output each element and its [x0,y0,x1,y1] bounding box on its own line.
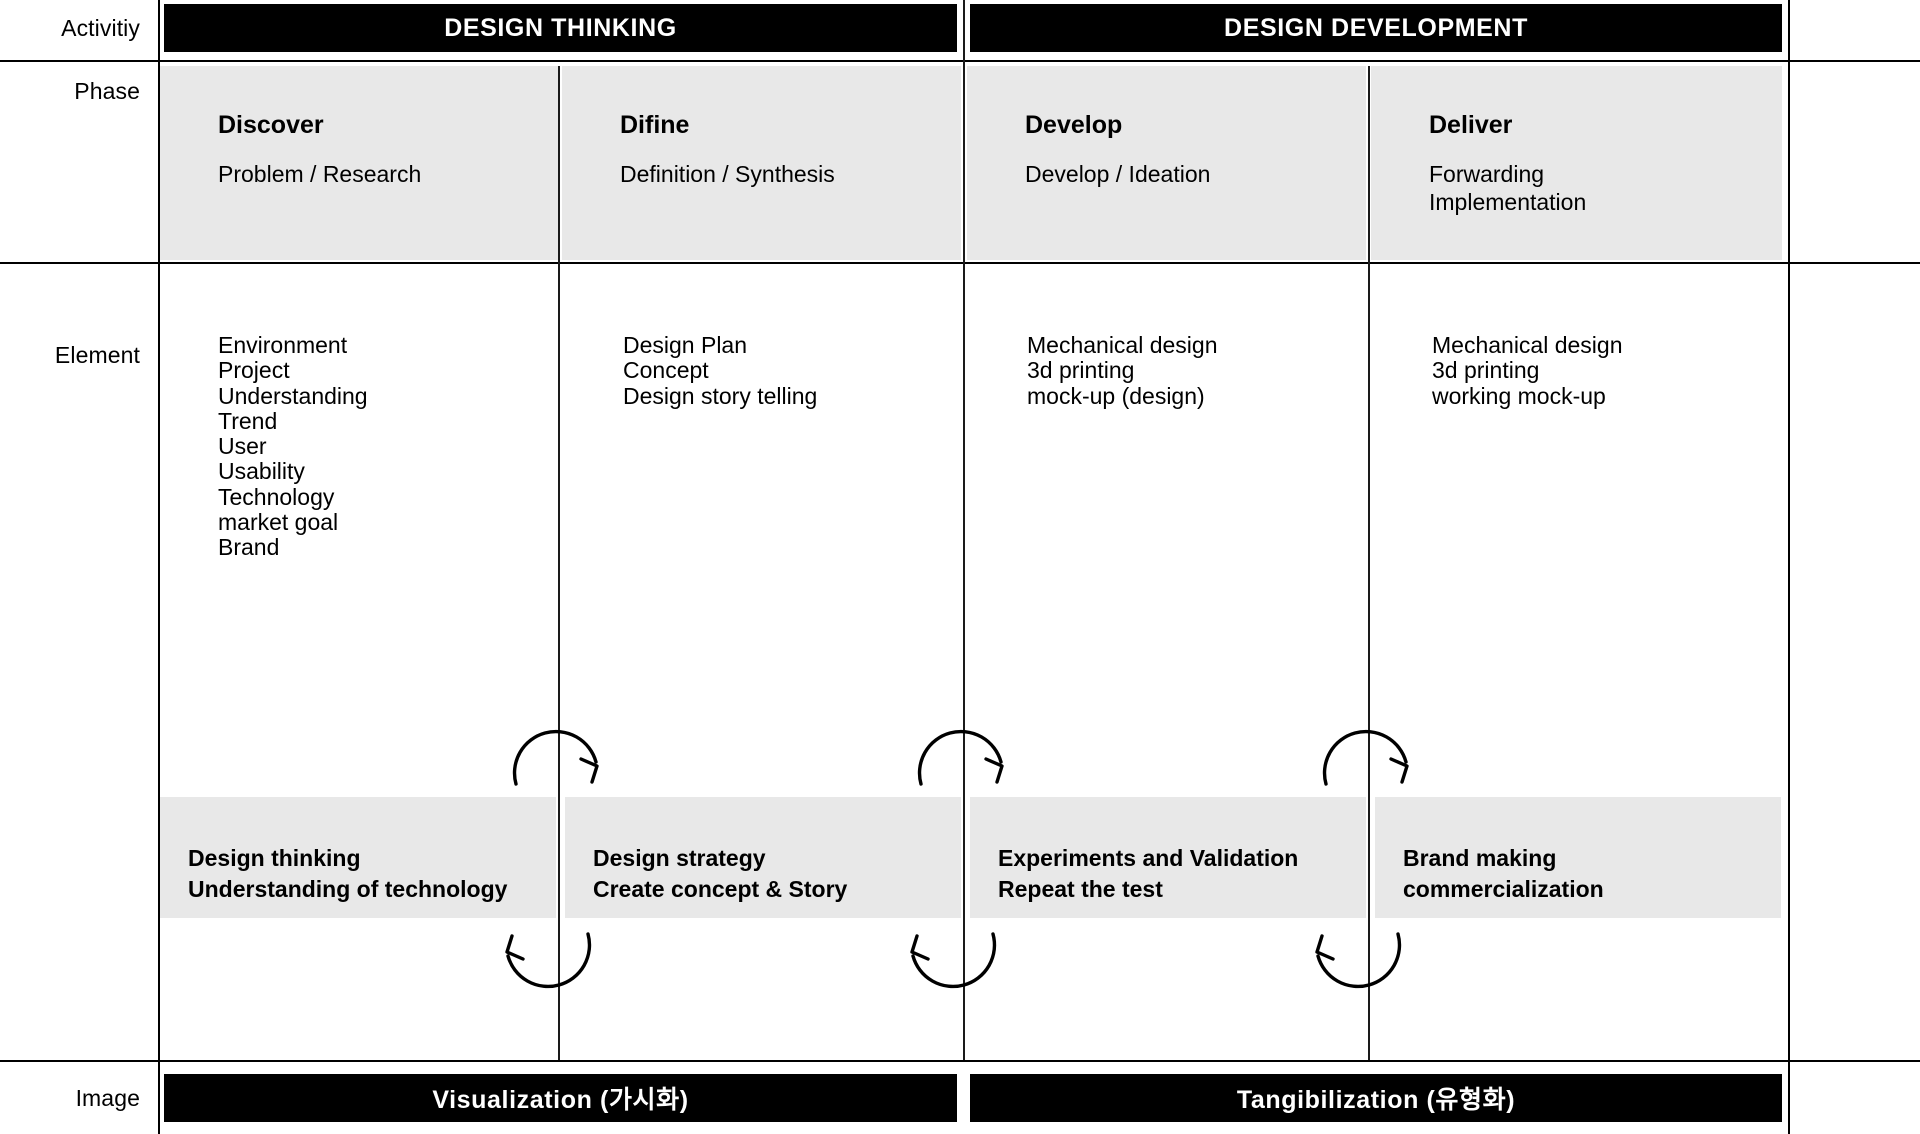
image-banner-tangibilization: Tangibilization (유형화) [970,1074,1782,1122]
element-item: Brand [218,534,280,561]
element-item: Design Plan [623,332,748,358]
summary-line: commercialization [1403,876,1604,903]
element-item: User [218,433,267,460]
rule-column-2-3 [963,0,965,1060]
row-label-image: Image [75,1085,140,1111]
rule-element-image [0,1060,1920,1062]
row-label-activity: Activitiy [61,15,140,41]
element-item: Design story telling [623,382,818,409]
summary-box-brand-making: Brand making commercialization [1375,797,1781,918]
element-item: Concept [623,357,709,384]
rule-column-1-2 [558,66,560,1060]
phase-subtitle-deliver-line1: Forwarding [1429,161,1545,187]
loop-arrow-bottom-2-icon [903,930,999,990]
summary-box-experiments-validation: Experiments and Validation Repeat the te… [970,797,1366,918]
phase-subtitle-discover: Problem / Research [218,161,422,187]
rule-right-edge [1788,0,1790,1134]
row-label-phase: Phase [74,78,140,104]
loop-arrow-bottom-1-icon [498,930,594,990]
phase-cell-deliver: Deliver Forwarding Implementation [1371,66,1782,260]
element-item: 3d printing [1027,357,1135,384]
element-item: Environment [218,332,348,358]
rule-column-3-4 [1368,66,1370,1060]
element-item: market goal [218,509,339,536]
element-item: working mock-up [1432,382,1606,409]
summary-line: Brand making [1403,845,1557,871]
element-list-difine: Design Plan Concept Design story telling [623,332,953,409]
phase-title-develop: Develop [1025,111,1123,139]
summary-line: Create concept & Story [593,876,848,903]
element-item: Understanding [218,382,368,409]
summary-box-design-strategy: Design strategy Create concept & Story [565,797,961,918]
summary-line: Experiments and Validation [998,845,1299,871]
phase-subtitle-difine: Definition / Synthesis [620,161,835,187]
element-list-deliver: Mechanical design 3d printing working mo… [1432,332,1772,409]
summary-line: Design strategy [593,845,766,871]
row-label-element: Element [54,342,140,368]
element-item: Usability [218,458,305,485]
phase-subtitle-develop: Develop / Ideation [1025,161,1211,187]
activity-banner-design-development: DESIGN DEVELOPMENT [970,4,1782,52]
rule-activity-phase [0,60,1920,62]
loop-arrow-bottom-3-icon [1308,930,1404,990]
element-item: Technology [218,483,335,510]
phase-subtitle-deliver-line2: Implementation [1429,189,1587,216]
element-list-develop: Mechanical design 3d printing mock-up (d… [1027,332,1357,409]
image-banner-visualization: Visualization (가시화) [164,1074,957,1122]
phase-cell-discover: Discover Problem / Research [160,66,558,260]
phase-title-discover: Discover [218,111,324,139]
element-item: Mechanical design [1027,332,1218,358]
summary-line: Repeat the test [998,876,1163,903]
summary-box-design-thinking: Design thinking Understanding of technol… [160,797,556,918]
rule-phase-element [0,262,1920,264]
element-item: Mechanical design [1432,332,1623,358]
activity-banner-design-thinking: DESIGN THINKING [164,4,957,52]
summary-line: Design thinking [188,845,361,871]
element-item: Project [218,357,290,384]
element-item: Trend [218,407,278,434]
phase-title-difine: Difine [620,111,690,139]
phase-title-deliver: Deliver [1429,111,1513,139]
rule-label-gutter [158,0,160,1134]
phase-cell-difine: Difine Definition / Synthesis [562,66,961,260]
element-list-discover: Environment Project Understanding Trend … [218,332,548,561]
phase-cell-develop: Develop Develop / Ideation [967,66,1366,260]
element-item: mock-up (design) [1027,382,1205,409]
summary-line: Understanding of technology [188,876,508,903]
element-item: 3d printing [1432,357,1540,384]
